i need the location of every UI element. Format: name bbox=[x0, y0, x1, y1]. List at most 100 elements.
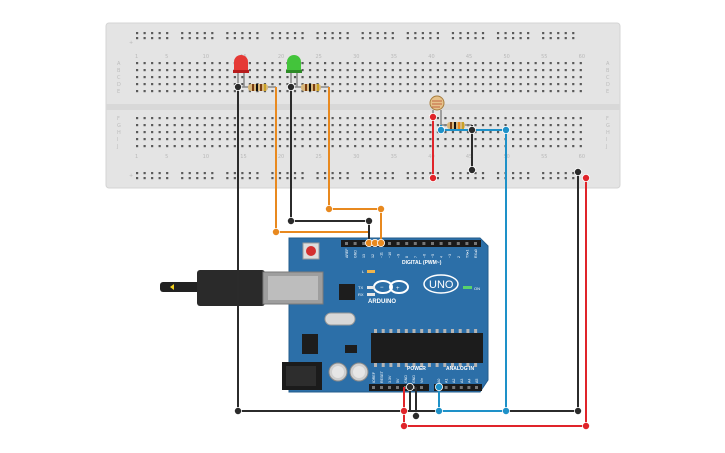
wire-endpoint[interactable] bbox=[324, 204, 333, 213]
analog-pin-label: A5 bbox=[475, 379, 479, 383]
tx-label: TX bbox=[358, 285, 363, 290]
wire-endpoint[interactable] bbox=[428, 113, 437, 122]
row-letter: H bbox=[117, 130, 121, 136]
power-pin-label: 3.3V bbox=[388, 375, 392, 383]
wire-endpoint[interactable] bbox=[376, 204, 385, 213]
breadboard-holes bbox=[136, 32, 582, 180]
column-number: 1 bbox=[135, 154, 138, 160]
analog-pin-label: A1 bbox=[445, 379, 449, 383]
analog-header bbox=[434, 384, 482, 391]
analog-pin-label: A3 bbox=[460, 379, 464, 383]
wire-black-gnd-header[interactable] bbox=[290, 87, 370, 243]
row-letter: J bbox=[605, 144, 607, 150]
wire-endpoint[interactable] bbox=[501, 406, 510, 415]
wire-endpoint[interactable] bbox=[411, 411, 420, 420]
reset-button[interactable] bbox=[302, 242, 320, 260]
row-letter: C bbox=[117, 75, 121, 81]
digital-pin-label: AREF bbox=[345, 248, 349, 258]
wire-endpoint[interactable] bbox=[436, 126, 445, 135]
column-number: 30 bbox=[353, 54, 359, 60]
wire-endpoint[interactable] bbox=[574, 406, 583, 415]
analog-pin-label: A2 bbox=[452, 379, 456, 383]
capacitor-icon bbox=[328, 362, 369, 382]
wire-endpoint[interactable] bbox=[467, 165, 476, 174]
l-led-icon bbox=[367, 270, 375, 273]
wire-orange-2[interactable] bbox=[328, 87, 382, 243]
brand-label: ARDUINO bbox=[368, 299, 396, 305]
on-led-icon bbox=[463, 286, 472, 289]
svg-text:+: + bbox=[396, 286, 400, 292]
digital-pin-label: 8 bbox=[405, 256, 409, 258]
wire-red-5v[interactable] bbox=[403, 178, 587, 427]
wire-endpoint[interactable] bbox=[501, 126, 510, 135]
wire-endpoint[interactable] bbox=[286, 216, 295, 225]
column-number: 35 bbox=[391, 154, 397, 160]
column-number: 45 bbox=[466, 154, 472, 160]
power-jack-icon bbox=[282, 362, 322, 390]
wire-endpoint[interactable] bbox=[233, 83, 242, 92]
row-letter: B bbox=[117, 68, 121, 74]
column-number: 50 bbox=[503, 54, 509, 60]
breadboard[interactable]: 1155101015152020252530303535404045455050… bbox=[105, 22, 621, 189]
column-number: 5 bbox=[165, 154, 168, 160]
digital-pin-label: ~6 bbox=[422, 254, 426, 258]
wire-endpoint[interactable] bbox=[233, 406, 242, 415]
resistor-3[interactable] bbox=[441, 122, 472, 129]
wire-endpoint[interactable] bbox=[376, 238, 385, 247]
wire-endpoint[interactable] bbox=[271, 227, 280, 236]
row-letter: G bbox=[117, 123, 121, 129]
regulator-icon bbox=[302, 334, 318, 354]
power-pin-label: GND bbox=[412, 375, 416, 383]
digital-pin-label: GND bbox=[354, 250, 358, 258]
digital-pin-label: 4 bbox=[440, 256, 444, 258]
wire-endpoint[interactable] bbox=[467, 126, 476, 135]
tx-led-icon bbox=[367, 286, 375, 289]
wire-endpoints bbox=[233, 83, 591, 430]
digital-pin-label: TX▸1 bbox=[465, 250, 469, 258]
row-letter: A bbox=[117, 61, 121, 67]
row-letter: A bbox=[606, 61, 610, 67]
digital-pin-label: ~3 bbox=[448, 254, 452, 258]
row-letter: J bbox=[116, 144, 118, 150]
wire-endpoint[interactable] bbox=[364, 216, 373, 225]
digital-pin-label: 7 bbox=[414, 256, 418, 258]
wire-endpoint[interactable] bbox=[399, 406, 408, 415]
power-label: POWER bbox=[407, 366, 426, 372]
power-pin-label: RESET bbox=[380, 370, 384, 383]
wire-endpoint[interactable] bbox=[428, 173, 437, 182]
wire-black-long[interactable] bbox=[237, 87, 579, 412]
digital-pin-label: 12 bbox=[371, 254, 375, 258]
wire-endpoint[interactable] bbox=[286, 83, 295, 92]
digital-pin-label: RX◂0 bbox=[474, 249, 478, 258]
svg-text:−: − bbox=[380, 285, 384, 291]
small-component-icon bbox=[345, 345, 357, 353]
column-number: 10 bbox=[203, 154, 209, 160]
digital-pin-label: ~10 bbox=[388, 252, 392, 258]
column-number: 35 bbox=[391, 54, 397, 60]
digital-pin-label: 13 bbox=[362, 254, 366, 258]
wire-endpoint[interactable] bbox=[405, 382, 414, 391]
column-number: 40 bbox=[428, 54, 434, 60]
power-pin-label: Vin bbox=[420, 378, 424, 383]
wire-endpoint[interactable] bbox=[399, 421, 408, 430]
wire-endpoint[interactable] bbox=[582, 173, 591, 182]
wire-endpoint[interactable] bbox=[434, 406, 443, 415]
wire-endpoint[interactable] bbox=[574, 167, 583, 176]
digital-pin-label: ~5 bbox=[431, 254, 435, 258]
power-pin-label: IOREF bbox=[372, 371, 376, 383]
row-letter: I bbox=[117, 137, 118, 143]
column-number: 10 bbox=[203, 54, 209, 60]
column-number: 40 bbox=[428, 154, 434, 160]
wire-endpoint[interactable] bbox=[582, 421, 591, 430]
row-letter: E bbox=[117, 89, 120, 95]
column-number: 60 bbox=[579, 54, 585, 60]
column-number: 45 bbox=[466, 54, 472, 60]
row-letter: F bbox=[117, 116, 120, 122]
analog-pin-label: A4 bbox=[467, 379, 471, 383]
photoresistor-icon[interactable] bbox=[429, 95, 445, 125]
rx-label: RX bbox=[358, 292, 364, 297]
wire-endpoint[interactable] bbox=[434, 382, 443, 391]
